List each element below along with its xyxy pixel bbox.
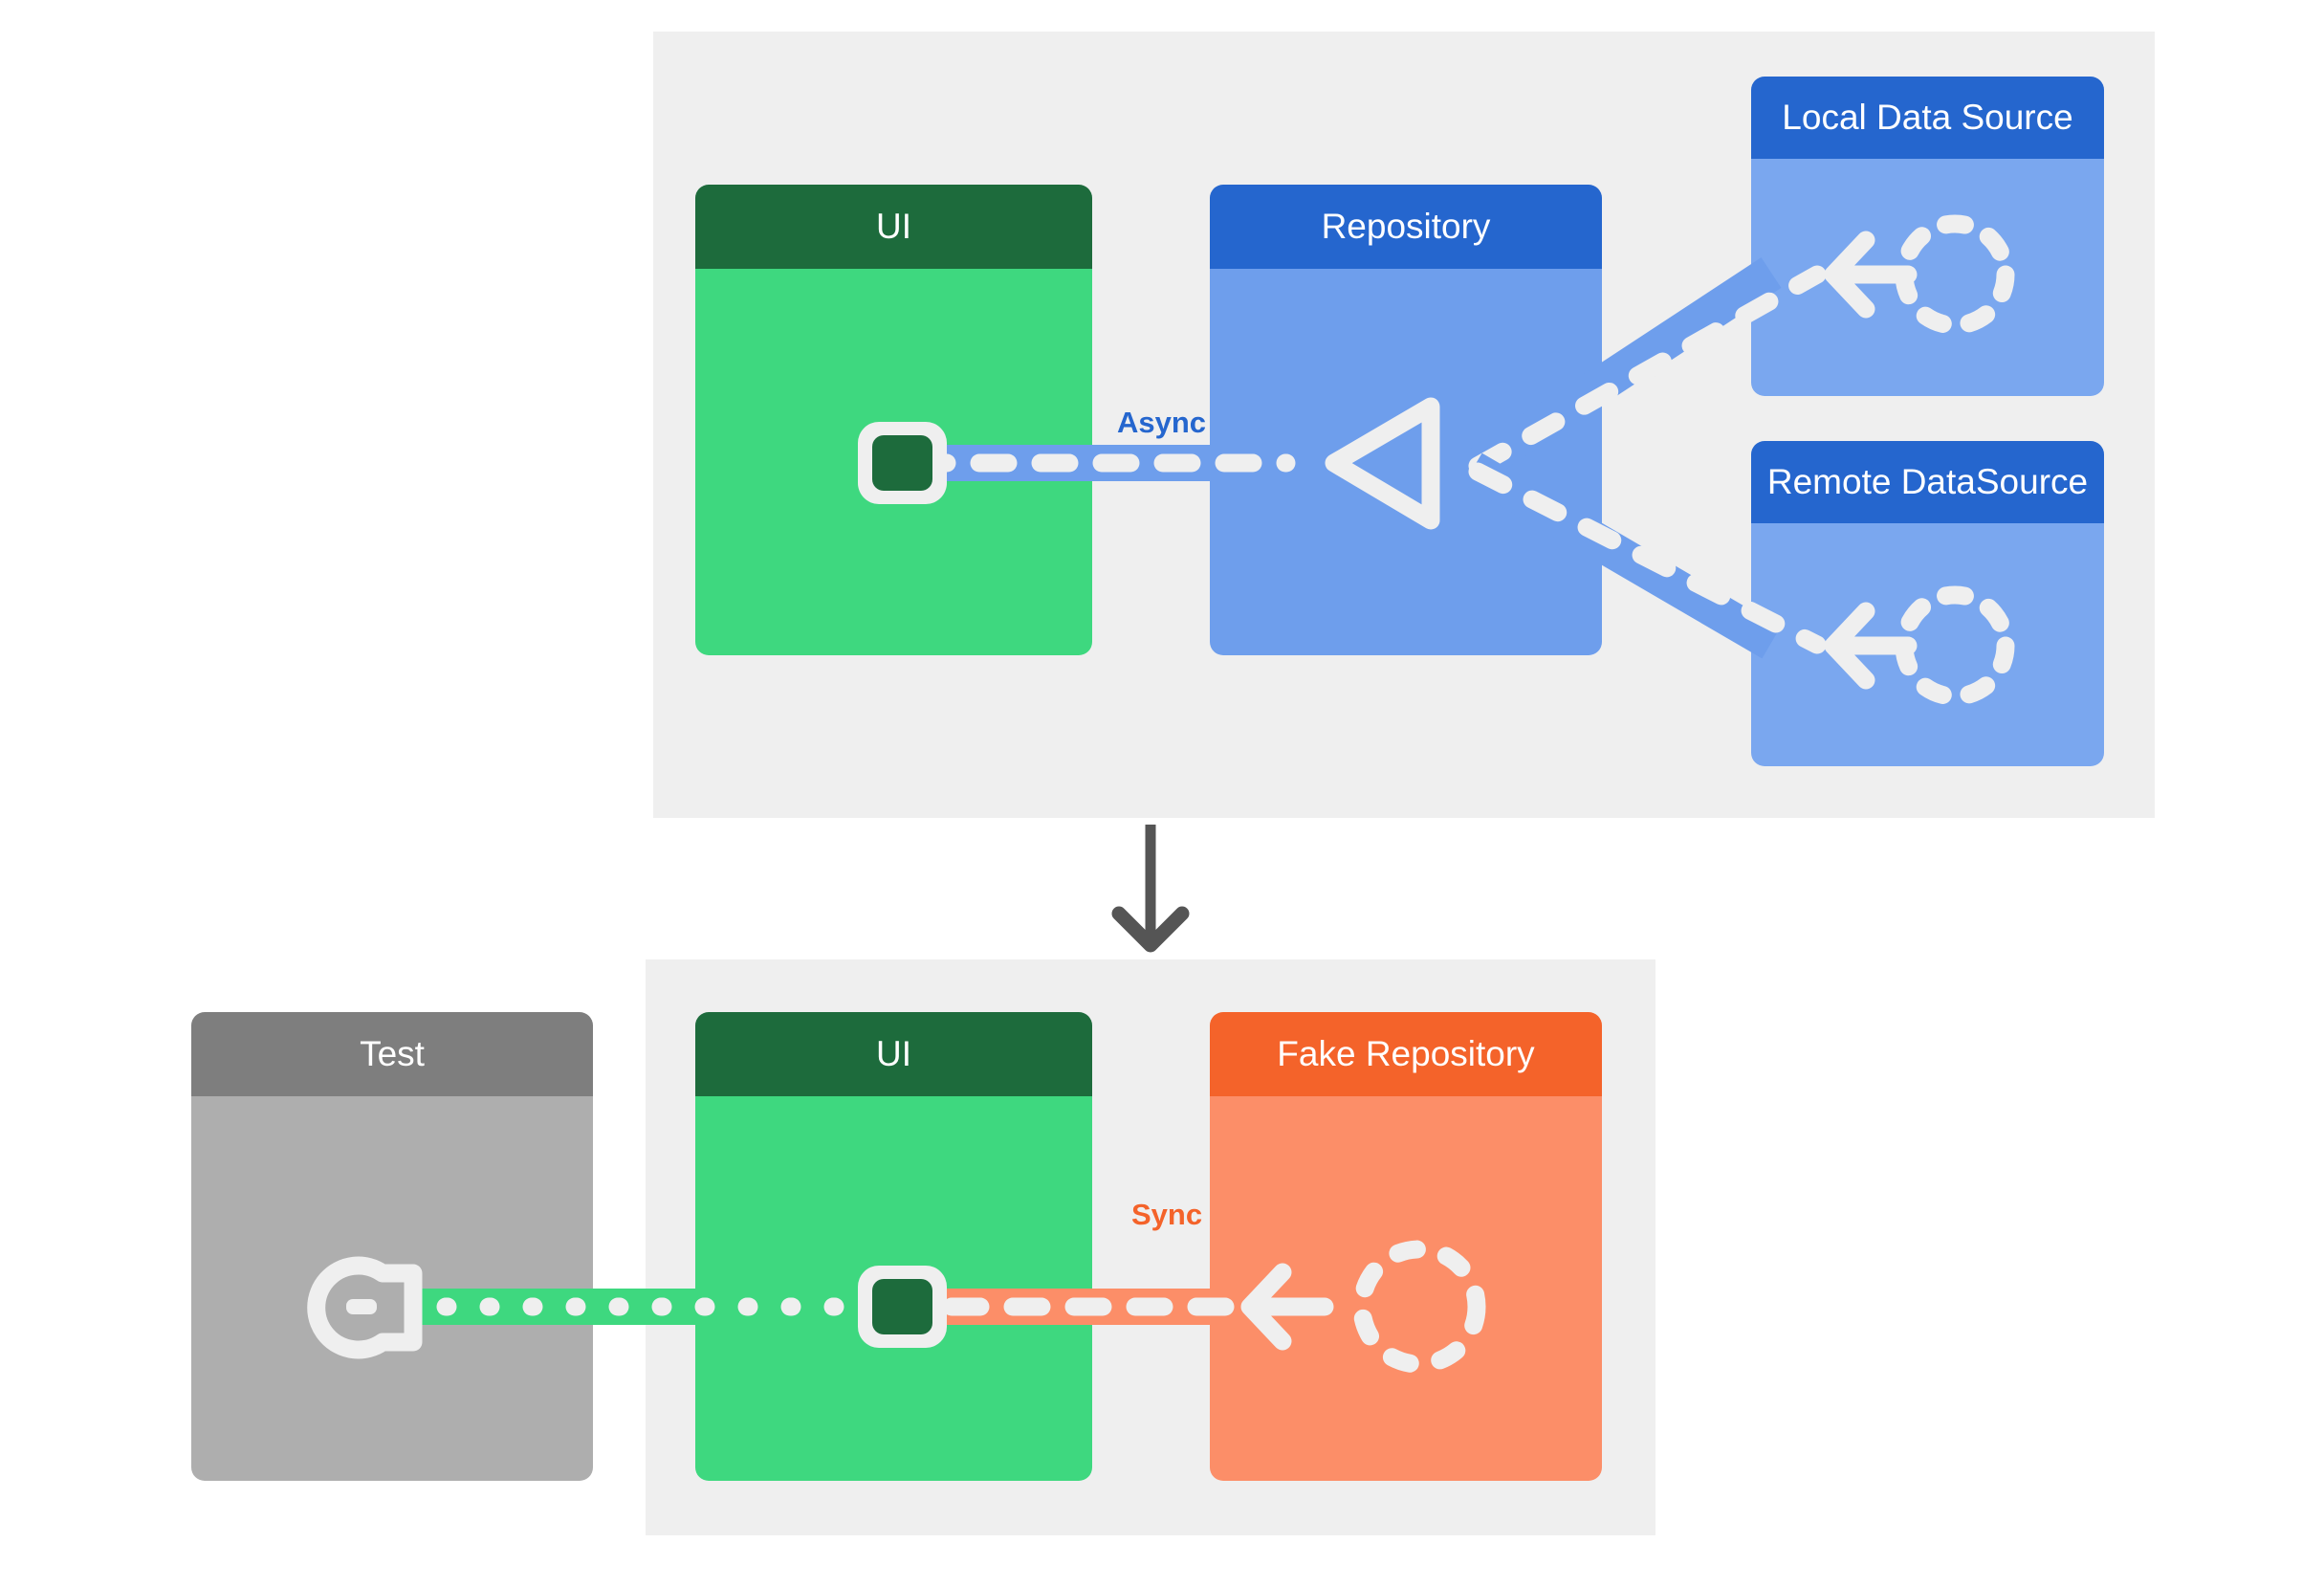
local-data-source-body [1751, 159, 2104, 396]
fake-repository-body [1210, 1096, 1602, 1481]
remote-data-source-title-line1: Remote Data [1766, 462, 1976, 502]
fake-repository-component[interactable]: Fake Repository [1210, 1012, 1602, 1481]
ui-component-production[interactable]: UI [695, 185, 1092, 655]
ui-component-production-body [695, 269, 1092, 655]
ui-component-test[interactable]: UI [695, 1012, 1092, 1481]
remote-data-source-body [1751, 523, 2104, 766]
arrow-down-icon [1111, 825, 1190, 953]
ui-component-test-body [695, 1096, 1092, 1481]
repository-component-title: Repository [1210, 185, 1602, 269]
local-data-source-title: Local Data Source [1751, 77, 2104, 159]
ui-component-test-title: UI [695, 1012, 1092, 1096]
fake-repository-title: Fake Repository [1210, 1012, 1602, 1096]
remote-data-source-title-line2: Source [1975, 462, 2089, 502]
test-component[interactable]: Test [191, 1012, 593, 1481]
repository-component-body [1210, 269, 1602, 655]
test-component-title: Test [191, 1012, 593, 1096]
ui-component-production-title: UI [695, 185, 1092, 269]
test-component-body [191, 1096, 593, 1481]
repository-component[interactable]: Repository [1210, 185, 1602, 655]
async-edge-label: Async [1117, 406, 1207, 439]
remote-data-source-title: Remote Data Source [1751, 441, 2104, 523]
remote-data-source-component[interactable]: Remote Data Source [1751, 441, 2104, 766]
local-data-source-component[interactable]: Local Data Source [1751, 77, 2104, 396]
sync-edge-label: Sync [1131, 1198, 1203, 1231]
